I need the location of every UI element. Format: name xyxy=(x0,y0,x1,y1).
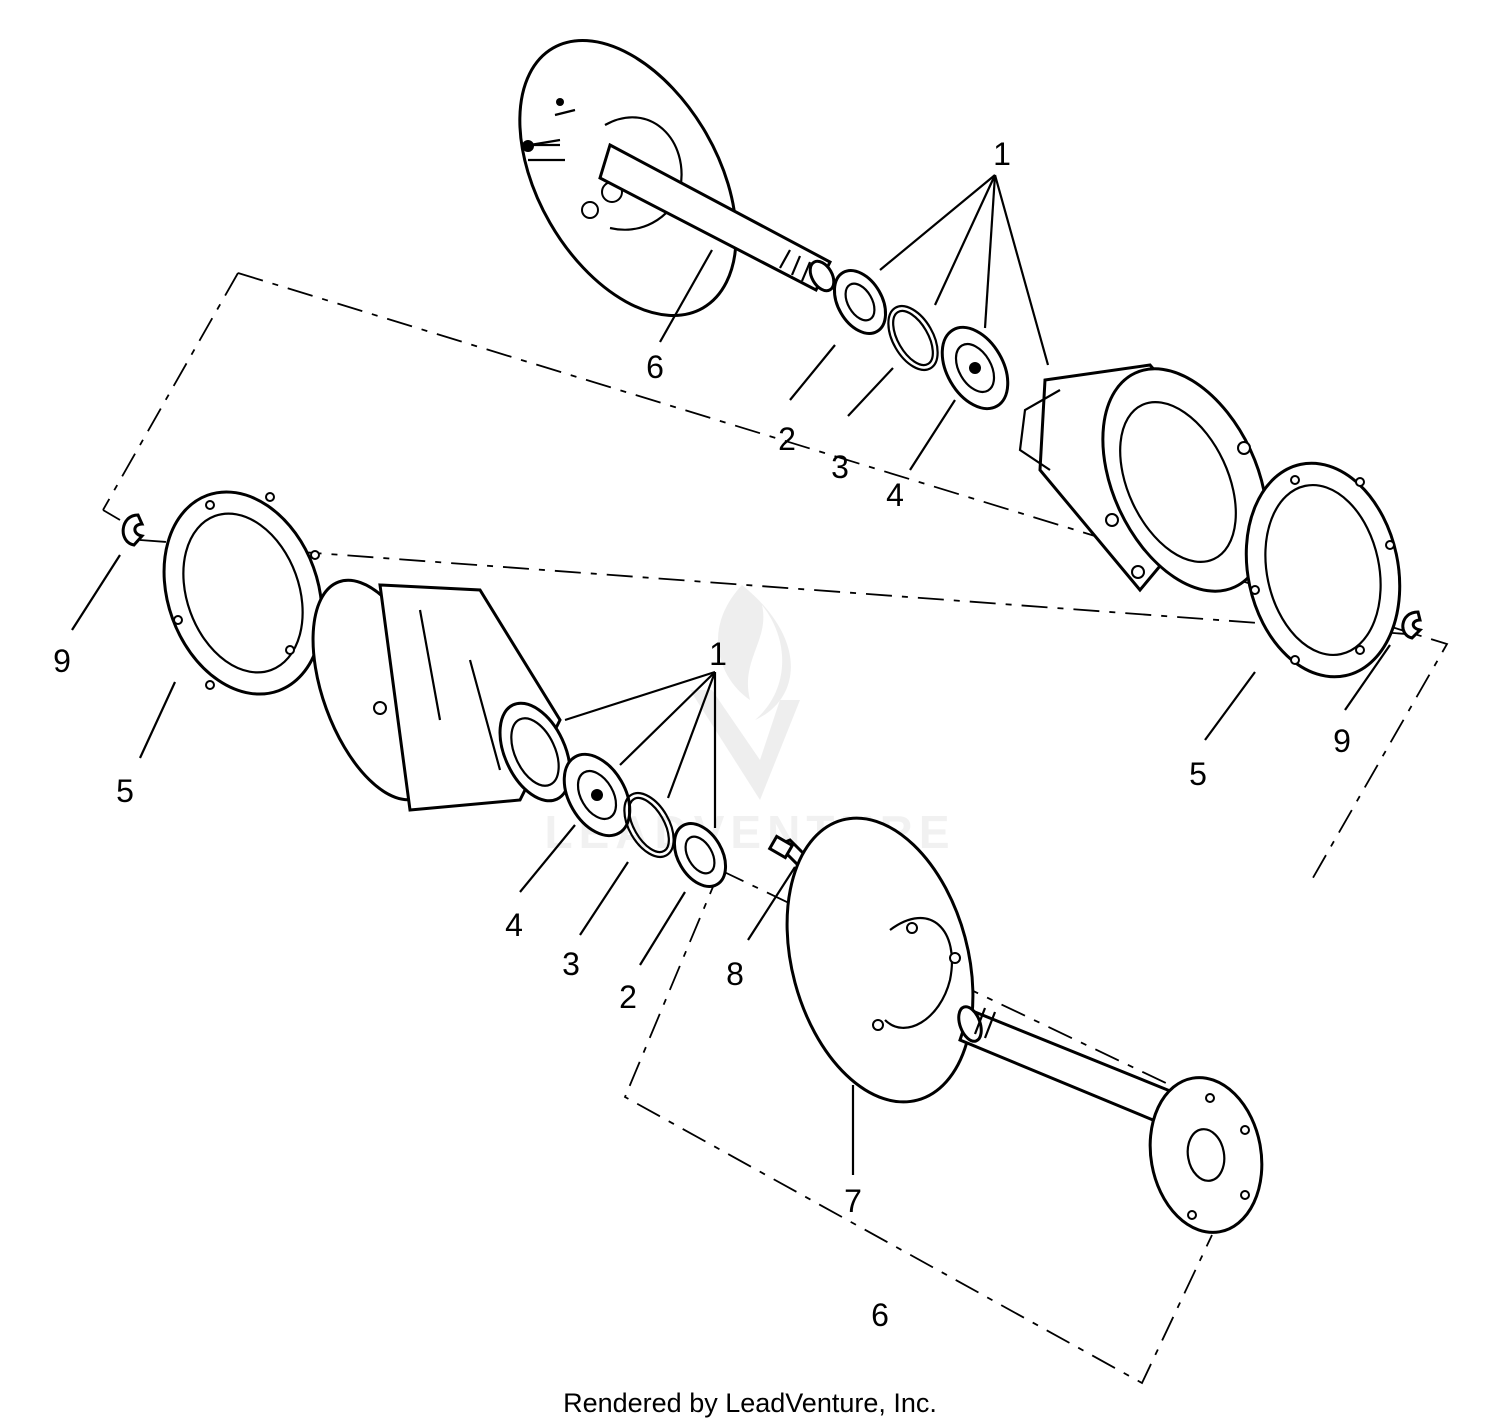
top-bearing xyxy=(940,325,1010,411)
callouts: 1 6 2 3 4 9 5 1 5 9 4 3 2 8 7 6 xyxy=(53,136,1351,1333)
top-hub-housing xyxy=(1018,363,1269,593)
bottom-bearing xyxy=(562,752,632,838)
callout-5-left: 5 xyxy=(116,773,134,809)
callout-6-bottom: 6 xyxy=(871,1297,889,1333)
callout-4-bottom: 4 xyxy=(505,907,523,943)
callout-2-top: 2 xyxy=(778,421,796,457)
top-seal xyxy=(832,269,888,335)
bottom-snap-ring xyxy=(623,791,675,859)
callout-6-top: 6 xyxy=(646,349,664,385)
callout-3-bottom: 3 xyxy=(562,946,580,982)
callout-1-top: 1 xyxy=(993,136,1011,172)
callout-9-left: 9 xyxy=(53,643,71,679)
callout-4-top: 4 xyxy=(886,477,904,513)
bottom-axle-shaft xyxy=(957,1005,1264,1234)
left-gasket xyxy=(162,490,324,696)
bottom-seal xyxy=(672,822,728,888)
right-gasket xyxy=(1244,461,1402,679)
footer-credit: Rendered by LeadVenture, Inc. xyxy=(563,1388,937,1418)
top-axle-shaft xyxy=(518,39,836,317)
callout-9-right: 9 xyxy=(1333,723,1351,759)
callout-3-top: 3 xyxy=(831,449,849,485)
callout-1-bottom: 1 xyxy=(709,636,727,672)
leader-lines xyxy=(71,174,1391,1175)
left-hub-housing xyxy=(311,578,572,812)
callout-2-bottom: 2 xyxy=(619,979,637,1015)
brake-disc xyxy=(785,816,975,1104)
callout-5-right: 5 xyxy=(1189,756,1207,792)
callout-8: 8 xyxy=(726,956,744,992)
right-clip xyxy=(1401,610,1424,640)
top-snap-ring xyxy=(887,304,939,372)
callout-7: 7 xyxy=(844,1183,862,1219)
left-clip xyxy=(121,513,145,547)
